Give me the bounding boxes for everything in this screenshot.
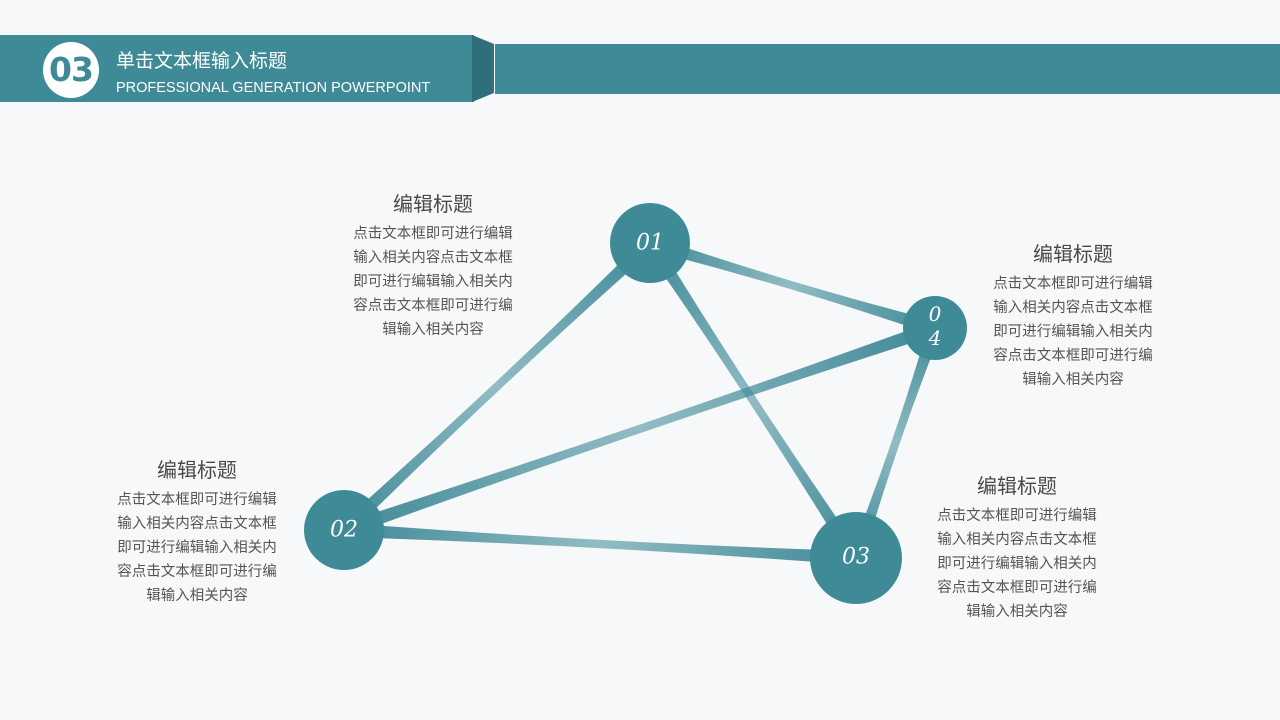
header-subtitle[interactable]: PROFESSIONAL GENERATION POWERPOINT: [116, 80, 431, 96]
text-block-top[interactable]: 编辑标题 点击文本框即可进行编辑 输入相关内容点击文本框 即可进行编辑输入相关内…: [338, 188, 528, 342]
node-n3: [810, 512, 902, 604]
block-line: 即可进行编辑输入相关内: [117, 540, 277, 556]
block-line: 即可进行编辑输入相关内: [937, 556, 1097, 572]
block-title[interactable]: 编辑标题: [393, 192, 473, 216]
text-block-bottom[interactable]: 编辑标题 点击文本框即可进行编辑 输入相关内容点击文本框 即可进行编辑输入相关内…: [922, 470, 1112, 624]
node-n1: [610, 203, 690, 283]
edge-n1-n3: [644, 239, 862, 562]
block-line: 点击文本框即可进行编辑: [117, 492, 277, 508]
edge-n1-n2: [339, 237, 655, 536]
block-line: 容点击文本框即可进行编: [353, 298, 513, 314]
block-title[interactable]: 编辑标题: [157, 458, 237, 482]
text-block-left[interactable]: 编辑标题 点击文本框即可进行编辑 输入相关内容点击文本框 即可进行编辑输入相关内…: [102, 454, 292, 608]
block-text[interactable]: 点击文本框即可进行编辑 输入相关内容点击文本框 即可进行编辑输入相关内 容点击文…: [102, 488, 292, 608]
header-title[interactable]: 单击文本框输入标题: [116, 50, 288, 72]
block-line: 输入相关内容点击文本框: [993, 300, 1153, 316]
header-band: [495, 44, 1280, 94]
block-title[interactable]: 编辑标题: [977, 474, 1057, 498]
node-label-02: 02: [330, 517, 358, 543]
block-line: 输入相关内容点击文本框: [117, 516, 277, 532]
block-line: 容点击文本框即可进行编: [937, 580, 1097, 596]
block-line: 辑输入相关内容: [966, 604, 1068, 620]
edge-n1-n4: [647, 236, 938, 335]
block-line: 点击文本框即可进行编辑: [993, 276, 1153, 292]
node-label-01: 01: [636, 230, 664, 256]
block-line: 辑输入相关内容: [146, 588, 248, 604]
node-label-04-line1: 0: [928, 302, 942, 326]
text-block-right[interactable]: 编辑标题 点击文本框即可进行编辑 输入相关内容点击文本框 即可进行编辑输入相关内…: [978, 238, 1168, 392]
edge-n2-n4: [341, 321, 938, 537]
node-label-04: 0 4: [929, 302, 942, 350]
block-line: 输入相关内容点击文本框: [937, 532, 1097, 548]
block-line: 辑输入相关内容: [382, 322, 484, 338]
header-fold: [472, 35, 494, 102]
block-line: 辑输入相关内容: [1022, 372, 1124, 388]
block-text[interactable]: 点击文本框即可进行编辑 输入相关内容点击文本框 即可进行编辑输入相关内 容点击文…: [922, 504, 1112, 624]
block-line: 点击文本框即可进行编辑: [937, 508, 1097, 524]
node-label-04-line2: 4: [928, 326, 942, 350]
section-number: 03: [43, 42, 99, 98]
edge-n3-n4: [849, 325, 942, 561]
block-line: 容点击文本框即可进行编: [993, 348, 1153, 364]
node-label-03: 03: [842, 544, 870, 570]
block-line: 即可进行编辑输入相关内: [993, 324, 1153, 340]
block-line: 即可进行编辑输入相关内: [353, 274, 513, 290]
block-title[interactable]: 编辑标题: [1033, 242, 1113, 266]
block-line: 输入相关内容点击文本框: [353, 250, 513, 266]
block-text[interactable]: 点击文本框即可进行编辑 输入相关内容点击文本框 即可进行编辑输入相关内 容点击文…: [978, 272, 1168, 392]
node-n2: [304, 490, 384, 570]
block-text[interactable]: 点击文本框即可进行编辑 输入相关内容点击文本框 即可进行编辑输入相关内 容点击文…: [338, 222, 528, 342]
edge-n2-n3: [343, 523, 857, 565]
node-n4: [903, 296, 967, 360]
block-line: 容点击文本框即可进行编: [117, 564, 277, 580]
block-line: 点击文本框即可进行编辑: [353, 226, 513, 242]
